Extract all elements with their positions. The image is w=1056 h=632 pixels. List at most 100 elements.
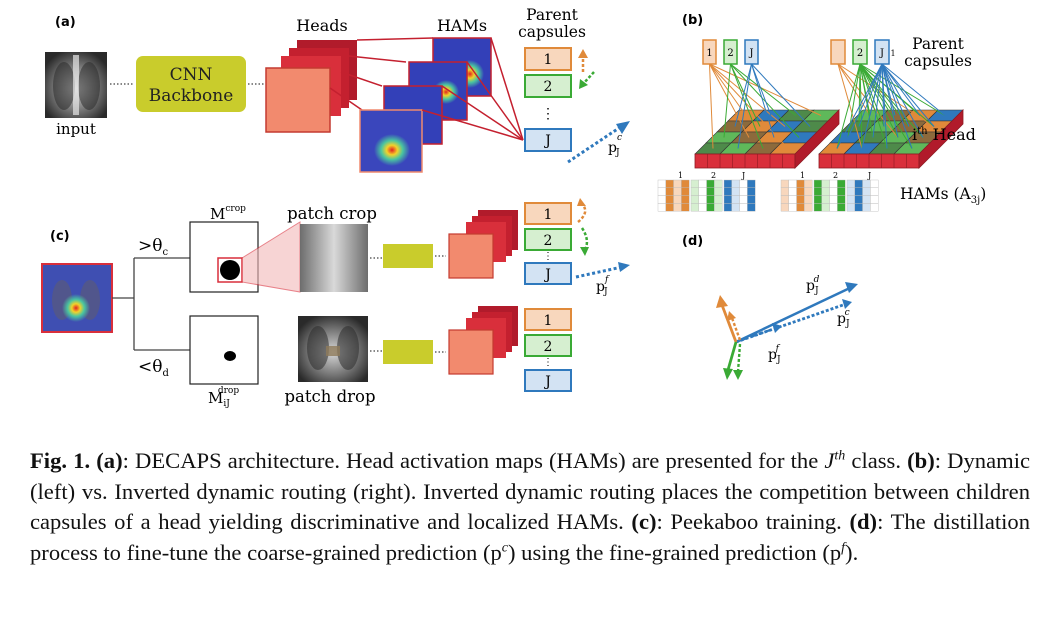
ham-cell (747, 187, 756, 196)
ham-cell (813, 179, 823, 189)
routing-line (751, 63, 772, 116)
ham-cell (780, 187, 790, 196)
ham-cell (731, 179, 740, 189)
ham-cell (747, 195, 756, 204)
panel-c-top-vdots: ⋮ (543, 251, 553, 262)
cnn-backbone-block (136, 56, 246, 112)
caption-d-mid: ) using the fine-grained prediction (p (508, 539, 842, 565)
ham-cell (862, 179, 871, 189)
hams-to-capsule-lines (421, 37, 524, 141)
ham-cell (731, 203, 740, 212)
routing-line (861, 63, 883, 149)
panel-b-ham-left-label-1: 1 (678, 171, 683, 180)
input-xray-image (45, 52, 107, 118)
ham-cell (690, 195, 700, 204)
panel-c-backbone-bottom (383, 340, 433, 364)
caption-d-text: : The distillation process to fine-tune … (30, 509, 1031, 565)
panel-b-head-label: ith Head (912, 125, 976, 144)
ham-cell (690, 203, 700, 212)
routing-line (881, 63, 924, 138)
ham-cell (862, 195, 871, 204)
panel-a-tag: (a) (55, 15, 76, 30)
panel-c-tag: (c) (50, 229, 70, 244)
routing-line (836, 63, 861, 149)
ham-cell (796, 187, 805, 196)
panel-c-drop-mask (189, 315, 259, 385)
ham-cell (714, 179, 723, 189)
ham-cell (739, 179, 748, 189)
routing-line (737, 63, 752, 149)
panel-a-capsule-1 (524, 47, 572, 71)
panel-c-top-capsule-2 (524, 228, 572, 251)
panel-b-tag: (b) (682, 13, 703, 28)
routing-line (734, 63, 752, 127)
panel-d-vector-diagram (716, 282, 858, 380)
panel-a-vdots: ⋮ (541, 106, 555, 122)
panel-a-orange-arrow (578, 49, 588, 72)
ham-cell (747, 203, 756, 212)
routing-line (859, 63, 946, 116)
ham-cell (780, 203, 790, 212)
routing-line (709, 63, 786, 127)
routing-line (859, 63, 899, 138)
heads-stack (265, 40, 357, 133)
routing-line (881, 63, 910, 127)
ham-cell (665, 187, 674, 196)
ham-cell (731, 187, 740, 196)
routing-line (881, 63, 935, 127)
panel-b-ham-right-label-2: 2 (833, 171, 838, 180)
panel-c-top-capsule-j-label: J (543, 267, 551, 283)
panel-c-prediction-sup: f (604, 275, 610, 285)
panel-c-crop-mask-blob (220, 260, 240, 280)
panel-c-bottom-capsule-1 (524, 308, 572, 331)
ham-cell (804, 179, 813, 189)
caption-class-symbol: J (824, 448, 835, 473)
heads-label: Heads (296, 16, 347, 35)
head-grid-side-face (918, 109, 964, 169)
ham-cell (681, 195, 690, 204)
panel-c-bottom-vdots: ⋮ (543, 357, 553, 368)
ham-cell (846, 203, 856, 212)
ham-cell (681, 187, 690, 196)
ham-cell (862, 203, 871, 212)
panel-c-top-capsule-1 (524, 202, 572, 225)
routing-line (872, 63, 883, 138)
ham-cell (723, 203, 733, 212)
panel-c-threshold-drop: <θd (138, 357, 169, 379)
panel-b-left-routing-lines (709, 63, 822, 149)
ham-cell (837, 195, 846, 204)
panel-b-left-ham-grid (657, 179, 756, 212)
ham-cell (714, 187, 723, 196)
panel-a-green-arrow (579, 71, 595, 89)
caption-class-sup: th (834, 448, 846, 464)
ham-cell (739, 187, 748, 196)
panel-c-patch-crop-label: patch crop (287, 204, 377, 223)
panel-c-patch-drop-label: patch drop (284, 387, 375, 406)
routing-line (881, 63, 921, 116)
routing-line (859, 63, 863, 149)
figure-caption: Fig. 1. (a): DECAPS architecture. Head a… (30, 446, 1030, 568)
ham-cell (681, 203, 690, 212)
panel-a-prediction-symbol: p (608, 140, 617, 156)
routing-line (859, 63, 913, 149)
panel-b-parent-label-1: Parent (912, 35, 965, 53)
routing-line (837, 63, 871, 116)
panel-c-patch-drop-image (298, 316, 368, 382)
ham-cell (739, 203, 748, 212)
routing-line (847, 63, 883, 138)
ham-cell (788, 187, 797, 196)
ham-cell (673, 187, 682, 196)
ham-cell (829, 179, 838, 189)
ham-cell (706, 195, 715, 204)
panel-b-right-cap-extra: 1 (890, 49, 895, 58)
routing-line (709, 63, 750, 138)
panel-c-prediction-arrow (575, 262, 630, 279)
ham-cell (665, 179, 674, 189)
panel-c-bottom-capsule-2 (524, 334, 572, 357)
ham-cell (804, 187, 813, 196)
caption-c-tag: (c) (631, 509, 657, 534)
ham-cell (706, 187, 715, 196)
routing-line (847, 63, 861, 138)
caption-a-tag: (a) (96, 448, 123, 473)
panel-d-pd-label: pJd (806, 275, 820, 296)
